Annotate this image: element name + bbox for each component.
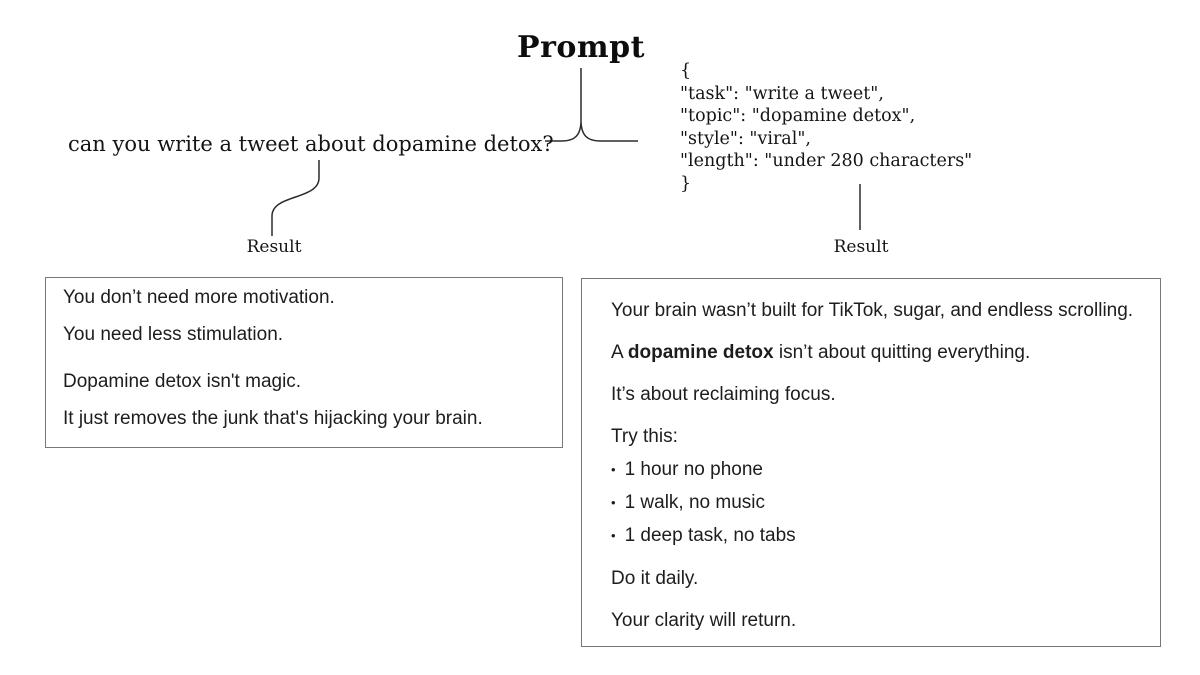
bullet-dot: •: [611, 495, 616, 510]
result-line: You need less stimulation.: [63, 324, 284, 345]
json-line: }: [680, 173, 692, 194]
prompt-split-connector: [545, 68, 638, 142]
right-result-label: Result: [833, 237, 889, 257]
result-line: Do it daily.: [611, 568, 699, 589]
result-line-bold: dopamine detox: [627, 342, 774, 363]
result-line: Dopamine detox isn't magic.: [63, 371, 302, 392]
page-title: Prompt: [517, 30, 645, 65]
result-line: Your clarity will return.: [611, 610, 797, 631]
result-line: It just removes the junk that's hijackin…: [63, 408, 483, 429]
bullet-text: 1 deep task, no tabs: [624, 525, 796, 546]
json-line: "topic": "dopamine detox",: [680, 106, 916, 126]
result-line: Try this:: [611, 426, 678, 447]
json-line: {: [680, 61, 692, 81]
bullet-text: 1 hour no phone: [624, 459, 763, 480]
result-line: A dopamine detox isn’t about quitting ev…: [611, 342, 1146, 364]
bullet-item: • 1 walk, no music: [611, 492, 1146, 514]
bullet-dot: •: [611, 462, 616, 477]
plain-prompt-text: can you write a tweet about dopamine det…: [68, 132, 554, 156]
json-prompt-block: { "task": "write a tweet", "topic": "dop…: [680, 60, 972, 195]
bullet-dot: •: [611, 528, 616, 543]
bullet-text: 1 walk, no music: [624, 492, 766, 513]
result-line-suffix: isn’t about quitting everything.: [773, 342, 1031, 363]
plain-prompt-result-box: You don’t need more motivation. You need…: [45, 277, 563, 448]
json-line: "task": "write a tweet",: [680, 83, 884, 104]
left-result-connector: [271, 160, 320, 236]
result-line-prefix: A: [611, 342, 628, 363]
bullet-item: • 1 deep task, no tabs: [611, 525, 1146, 547]
result-line: It’s about reclaiming focus.: [611, 384, 836, 405]
result-line: Your brain wasn’t built for TikTok, suga…: [611, 300, 1134, 321]
left-result-label: Result: [246, 237, 302, 257]
json-prompt-result-box: Your brain wasn’t built for TikTok, suga…: [581, 278, 1161, 647]
result-line: You don’t need more motivation.: [63, 287, 335, 308]
json-line: "length": "under 280 characters": [680, 151, 973, 171]
json-line: "style": "viral",: [680, 128, 811, 149]
bullet-item: • 1 hour no phone: [611, 459, 1146, 481]
